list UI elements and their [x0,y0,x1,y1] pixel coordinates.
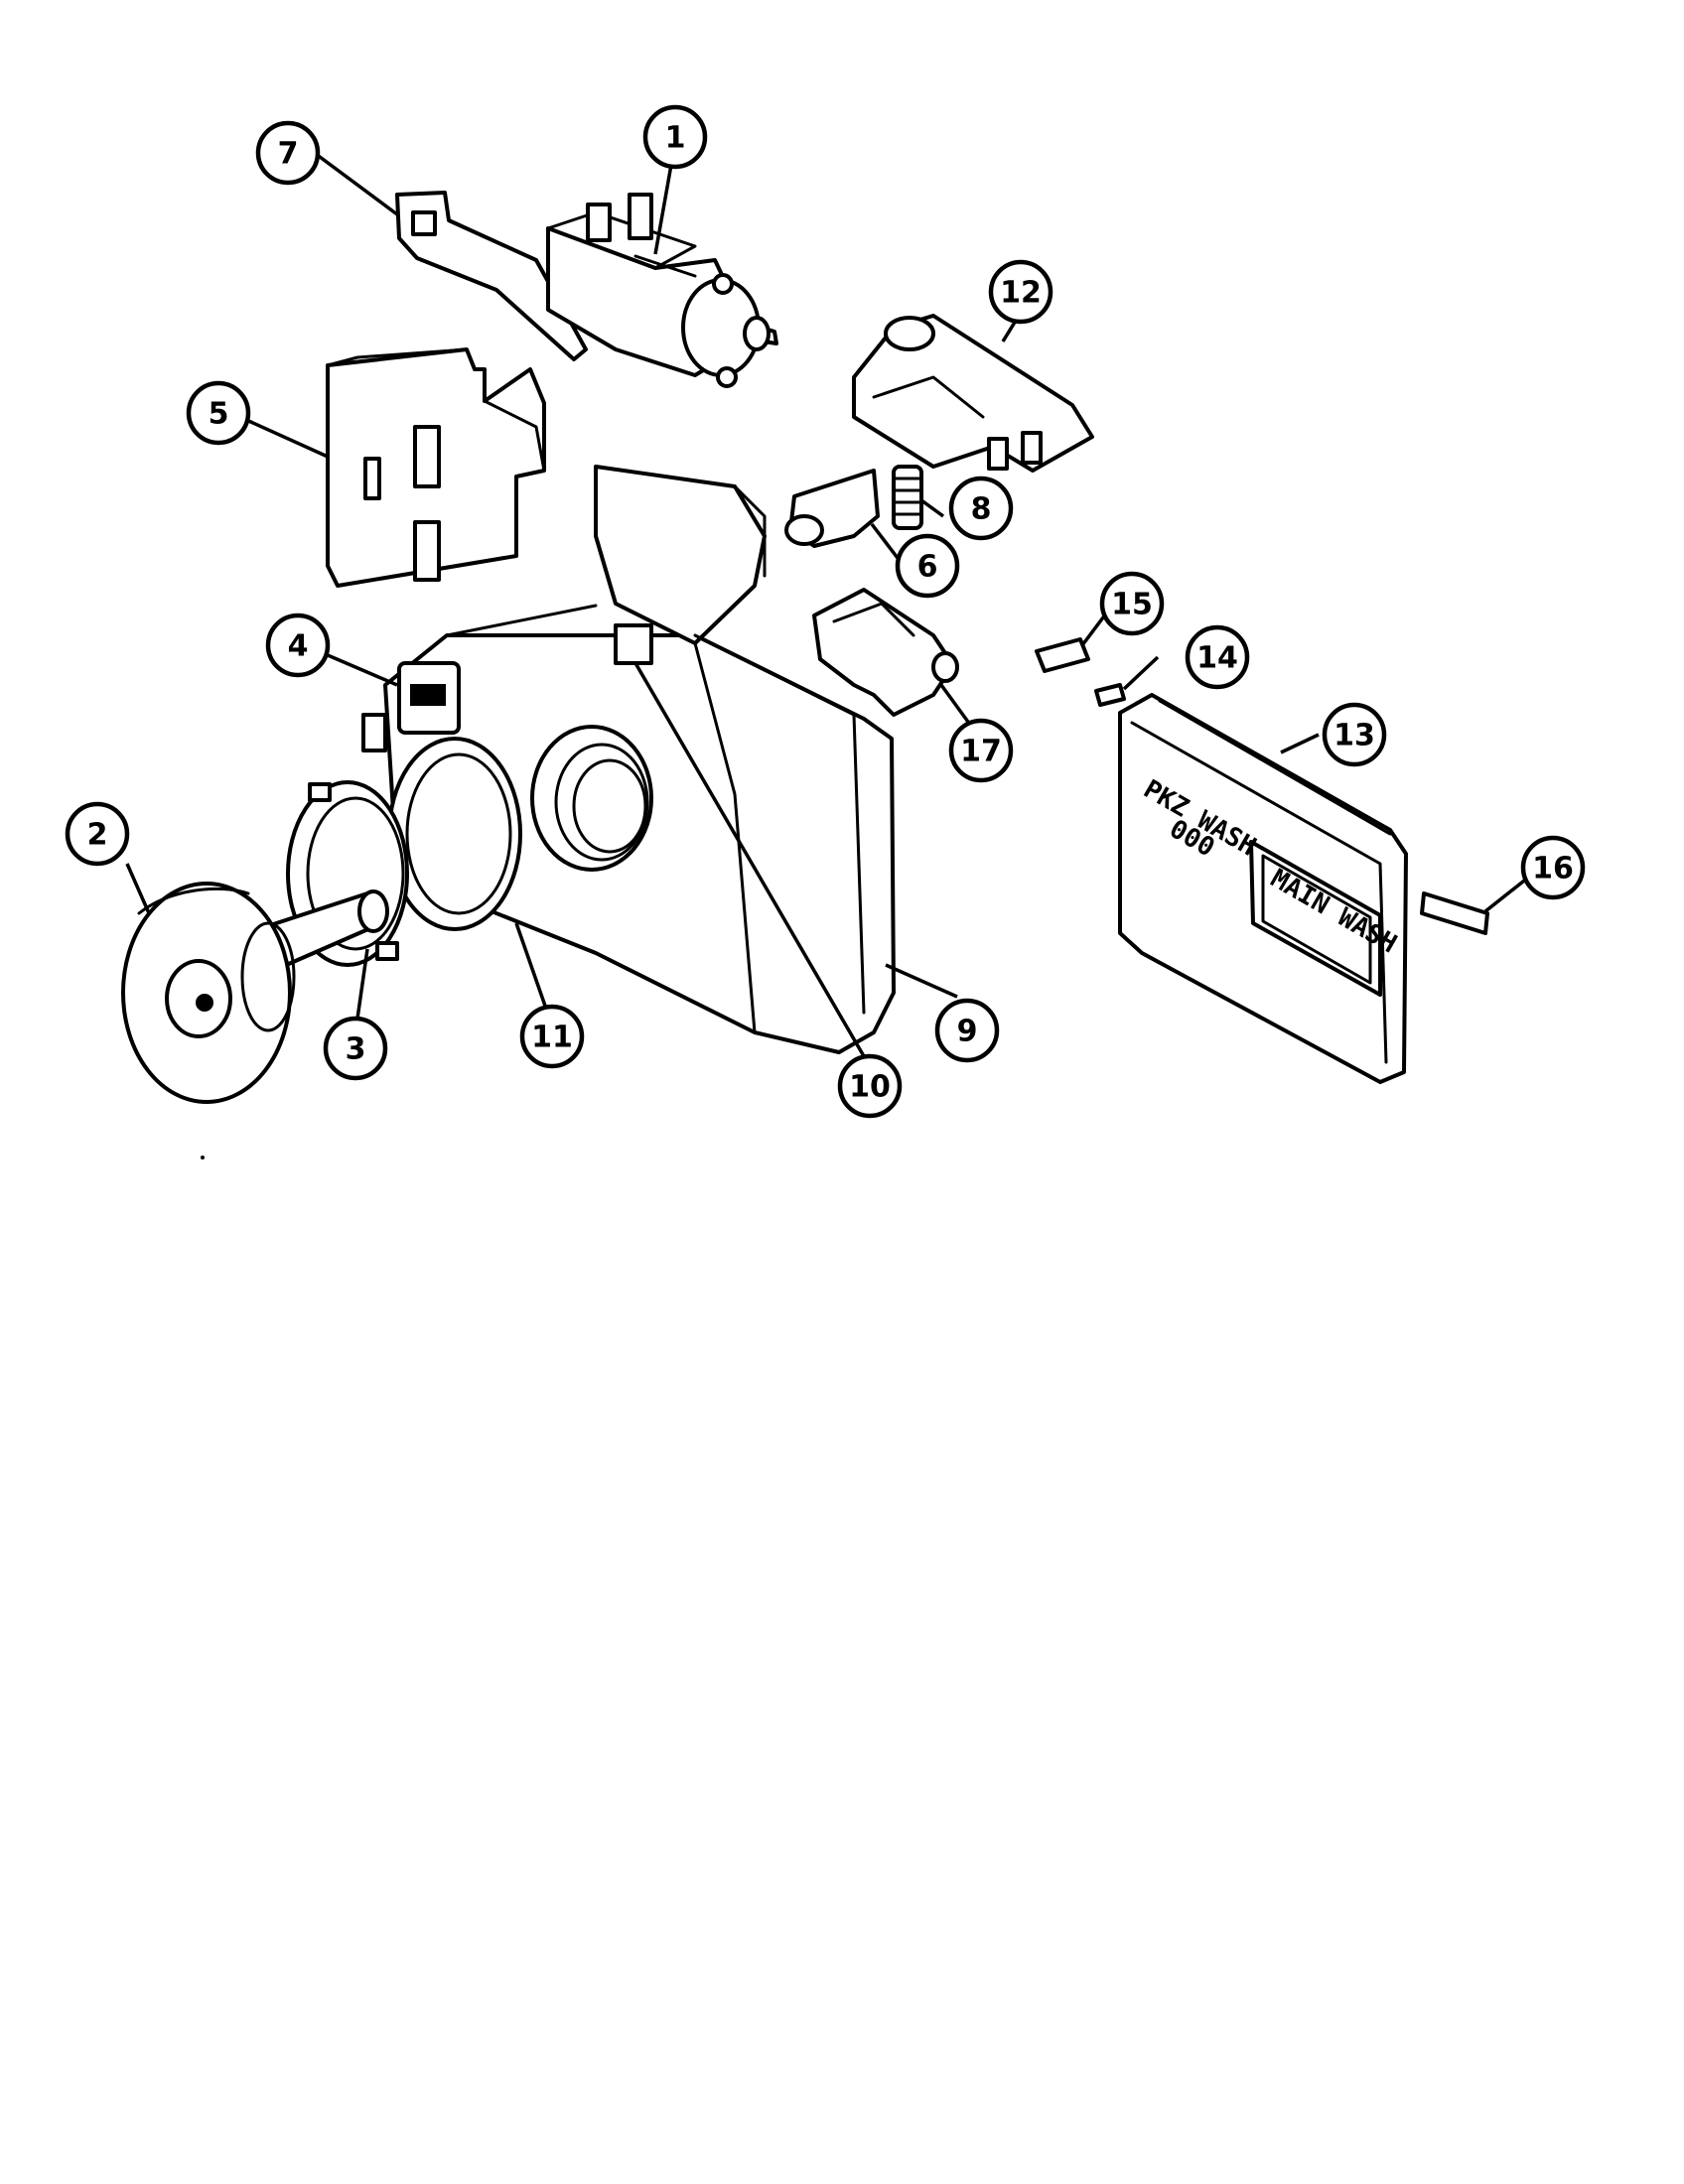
callout-3: 3 [323,1016,388,1081]
callout-13-label: 13 [1333,719,1375,753]
callout-8: 8 [948,476,1014,541]
callout-7-label: 7 [278,137,299,172]
callout-11: 11 [519,1004,585,1069]
part-14-small-pin [1094,683,1126,707]
callout-1-label: 1 [665,121,686,156]
part-16-pin [1420,891,1489,935]
callout-4-label: 4 [288,629,309,664]
callout-13: 13 [1322,702,1387,767]
callout-10-label: 10 [849,1070,891,1105]
part-11-seal-ring [387,737,522,931]
callout-4: 4 [265,613,331,678]
callout-17-label: 17 [960,735,1002,769]
part-6-link [784,469,880,548]
callout-17: 17 [948,718,1014,783]
scan-speck [201,1156,205,1160]
part-7-latch-lever [395,191,588,361]
callout-2-label: 2 [87,818,108,853]
callout-3-label: 3 [346,1032,366,1067]
part-12-actuator-arm [852,314,1094,473]
callout-6-label: 6 [917,550,938,585]
part-5-bracket [326,347,546,588]
callout-8-label: 8 [971,492,992,527]
part-13-dispenser-cover: PKZ WASH 000 MAIN WASH [1118,693,1408,1084]
callout-15: 15 [1099,571,1165,636]
callout-15-label: 15 [1111,588,1153,622]
callout-12: 12 [988,259,1053,325]
part-9-dispenser-housing [361,465,896,1054]
callout-9-label: 9 [957,1015,978,1049]
callout-5: 5 [186,380,251,446]
callout-5-label: 5 [209,397,229,432]
callout-7: 7 [255,120,321,186]
callout-9: 9 [934,998,1000,1063]
callout-2: 2 [65,801,130,867]
part-1-solenoid [546,193,778,388]
callout-14-label: 14 [1196,641,1238,676]
callout-10: 10 [837,1053,903,1119]
callout-16: 16 [1520,835,1586,900]
callout-6: 6 [895,533,960,599]
part-15-pin [1035,637,1090,673]
part-17-latch-cam [812,588,959,717]
part-2-knob [121,882,389,1104]
callout-14: 14 [1185,624,1250,690]
callout-12-label: 12 [1000,276,1042,311]
callout-16-label: 16 [1532,852,1574,887]
callout-1: 1 [642,104,708,170]
part-8-spring [892,465,923,530]
callout-11-label: 11 [531,1021,573,1055]
